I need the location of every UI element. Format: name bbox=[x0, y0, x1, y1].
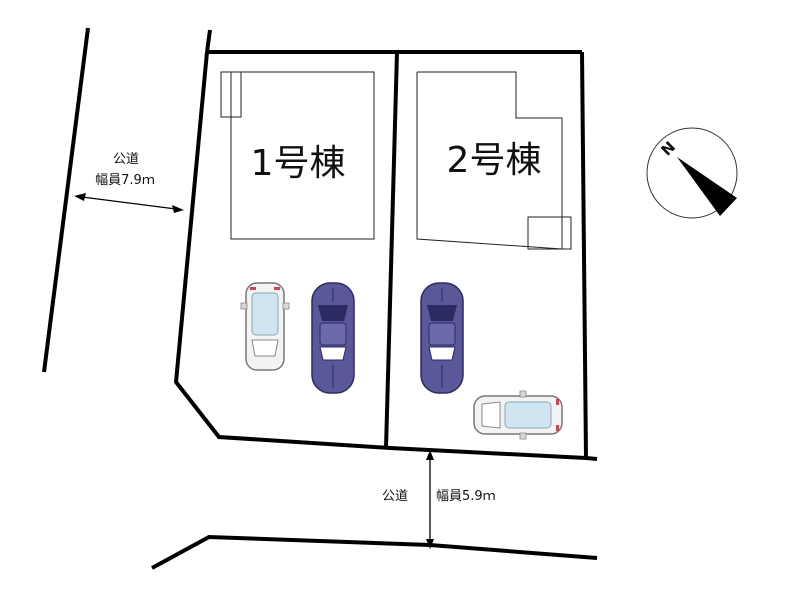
west-road-width: 幅員7.9ｍ bbox=[95, 173, 155, 188]
west-road-name: 公道 bbox=[113, 152, 139, 167]
building-1-footprint bbox=[220, 71, 375, 240]
compass-needle bbox=[677, 157, 737, 216]
compass: N bbox=[646, 127, 738, 219]
west-road-edge bbox=[42, 27, 90, 373]
lot-divider bbox=[384, 51, 399, 449]
building-2-label: 2号棟 bbox=[447, 140, 542, 181]
car-minicar-lot1 bbox=[240, 282, 290, 371]
building-2-footprint bbox=[416, 71, 572, 250]
south-road-name: 公道 bbox=[382, 489, 408, 504]
south-road-width: 幅員5.9ｍ bbox=[436, 489, 496, 504]
south-road-edge bbox=[151, 534, 598, 570]
site-boundary bbox=[173, 29, 598, 461]
car-sedan-lot1 bbox=[311, 282, 355, 394]
west-road-dimension-arrow bbox=[74, 193, 184, 213]
car-sedan-lot2 bbox=[420, 282, 464, 394]
car-minicar-lot2 bbox=[473, 390, 563, 440]
south-road-dimension-arrow bbox=[426, 450, 434, 549]
building-1-label: 1号棟 bbox=[251, 143, 346, 184]
